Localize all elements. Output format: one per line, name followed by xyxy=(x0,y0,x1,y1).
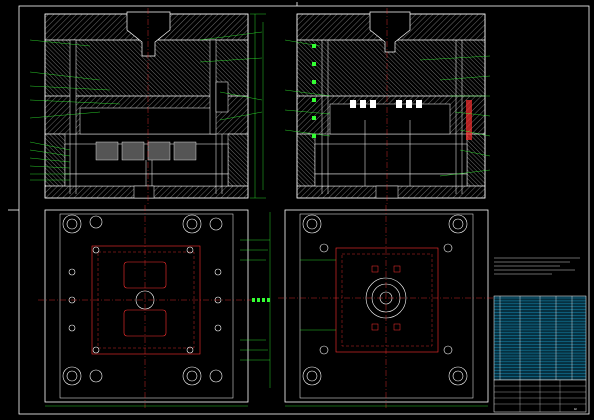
drawing-frame xyxy=(8,2,590,415)
plan-view-left xyxy=(38,205,271,408)
plan-view-right xyxy=(278,205,495,408)
sheet-size-label: A0 xyxy=(574,408,577,411)
leaders-right xyxy=(284,39,491,177)
section-view-left xyxy=(44,8,266,205)
title-block: A0 xyxy=(493,379,587,413)
sprue-bushing-icon xyxy=(126,11,171,57)
leaders-left xyxy=(29,31,263,181)
section-view-right xyxy=(296,8,486,205)
technical-notes xyxy=(494,257,580,275)
cooling-channel-icon xyxy=(350,100,422,108)
parts-list-table xyxy=(493,295,587,381)
guide-pillar-icon xyxy=(69,39,77,135)
